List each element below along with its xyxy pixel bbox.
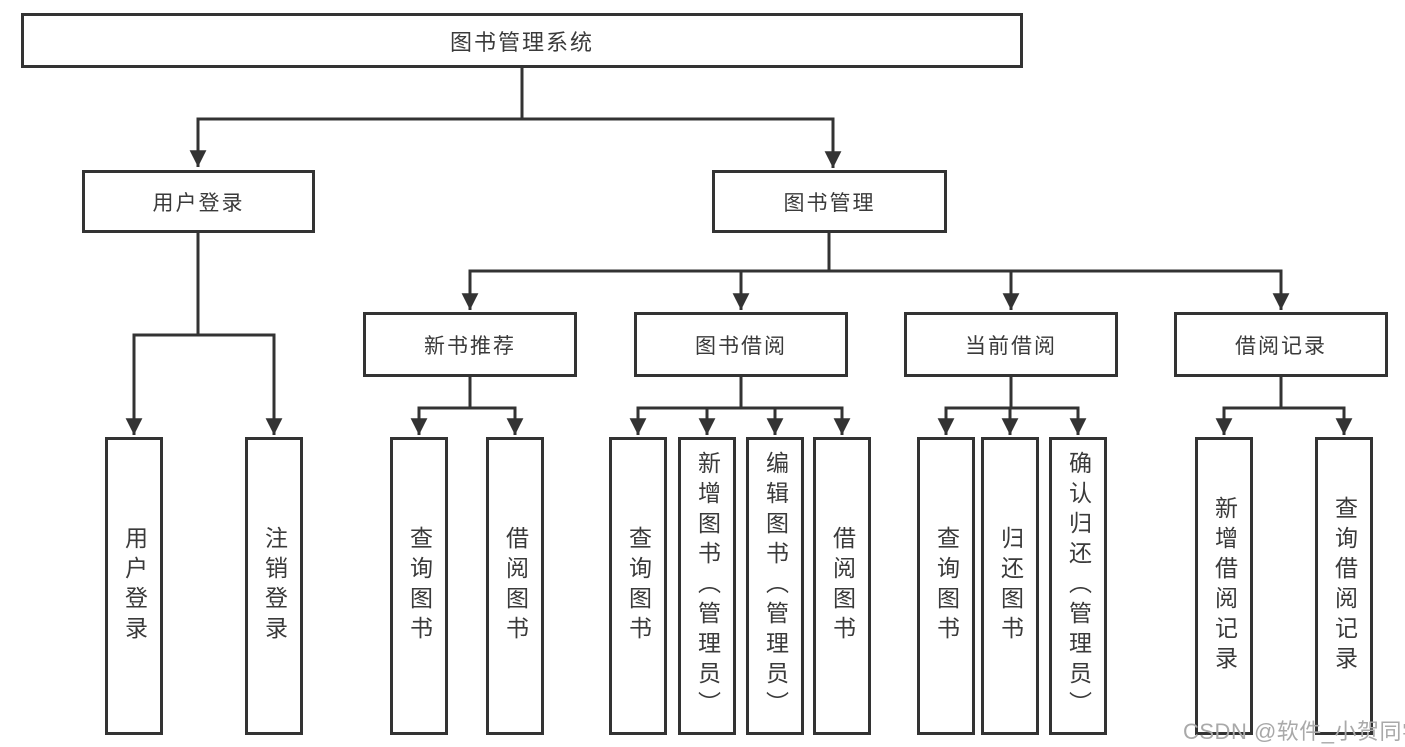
leaf-edit-books-admin: 编辑图书（管理员） <box>746 437 804 735</box>
leaf-return-books-label: 归还图书 <box>997 526 1024 646</box>
node-book-borrow: 图书借阅 <box>634 312 848 377</box>
node-borrow-records: 借阅记录 <box>1174 312 1388 377</box>
leaf-user-login-label: 用户登录 <box>121 526 148 646</box>
node-book-management: 图书管理 <box>712 170 947 233</box>
leaf-logout: 注销登录 <box>245 437 303 735</box>
leaf-current-query-books-label: 查询图书 <box>933 526 960 646</box>
leaf-edit-books-admin-label: 编辑图书（管理员） <box>762 451 789 721</box>
node-borrow-records-label: 借阅记录 <box>1235 334 1327 358</box>
leaf-user-login: 用户登录 <box>105 437 163 735</box>
leaf-add-borrow-record: 新增借阅记录 <box>1195 437 1253 735</box>
leaf-recommend-query-books-label: 查询图书 <box>406 526 433 646</box>
node-current-borrow-label: 当前借阅 <box>965 334 1057 358</box>
node-new-book-recommend-label: 新书推荐 <box>424 334 516 358</box>
node-user-login-label: 用户登录 <box>152 191 245 215</box>
leaf-return-books: 归还图书 <box>981 437 1039 735</box>
leaf-borrow-query-books: 查询图书 <box>609 437 667 735</box>
leaf-query-borrow-record: 查询借阅记录 <box>1315 437 1373 735</box>
node-new-book-recommend: 新书推荐 <box>363 312 577 377</box>
node-user-login: 用户登录 <box>82 170 315 233</box>
leaf-add-books-admin-label: 新增图书（管理员） <box>694 451 721 721</box>
leaf-current-query-books: 查询图书 <box>917 437 975 735</box>
leaf-add-books-admin: 新增图书（管理员） <box>678 437 736 735</box>
node-current-borrow: 当前借阅 <box>904 312 1118 377</box>
node-book-management-label: 图书管理 <box>783 191 876 215</box>
leaf-borrow-books-label: 借阅图书 <box>829 526 856 646</box>
leaf-recommend-borrow-books-label: 借阅图书 <box>502 526 529 646</box>
node-root-label: 图书管理系统 <box>449 29 594 55</box>
leaf-confirm-return-admin: 确认归还（管理员） <box>1049 437 1107 735</box>
leaf-add-borrow-record-label: 新增借阅记录 <box>1211 496 1238 676</box>
node-root: 图书管理系统 <box>21 13 1023 68</box>
leaf-recommend-query-books: 查询图书 <box>390 437 448 735</box>
leaf-logout-label: 注销登录 <box>261 526 288 646</box>
node-book-borrow-label: 图书借阅 <box>695 334 787 358</box>
csdn-watermark: CSDN @软件_小贺同学 <box>1183 719 1405 744</box>
leaf-confirm-return-admin-label: 确认归还（管理员） <box>1065 451 1092 721</box>
leaf-borrow-query-books-label: 查询图书 <box>625 526 652 646</box>
leaf-borrow-books: 借阅图书 <box>813 437 871 735</box>
leaf-query-borrow-record-label: 查询借阅记录 <box>1331 496 1358 676</box>
leaf-recommend-borrow-books: 借阅图书 <box>486 437 544 735</box>
